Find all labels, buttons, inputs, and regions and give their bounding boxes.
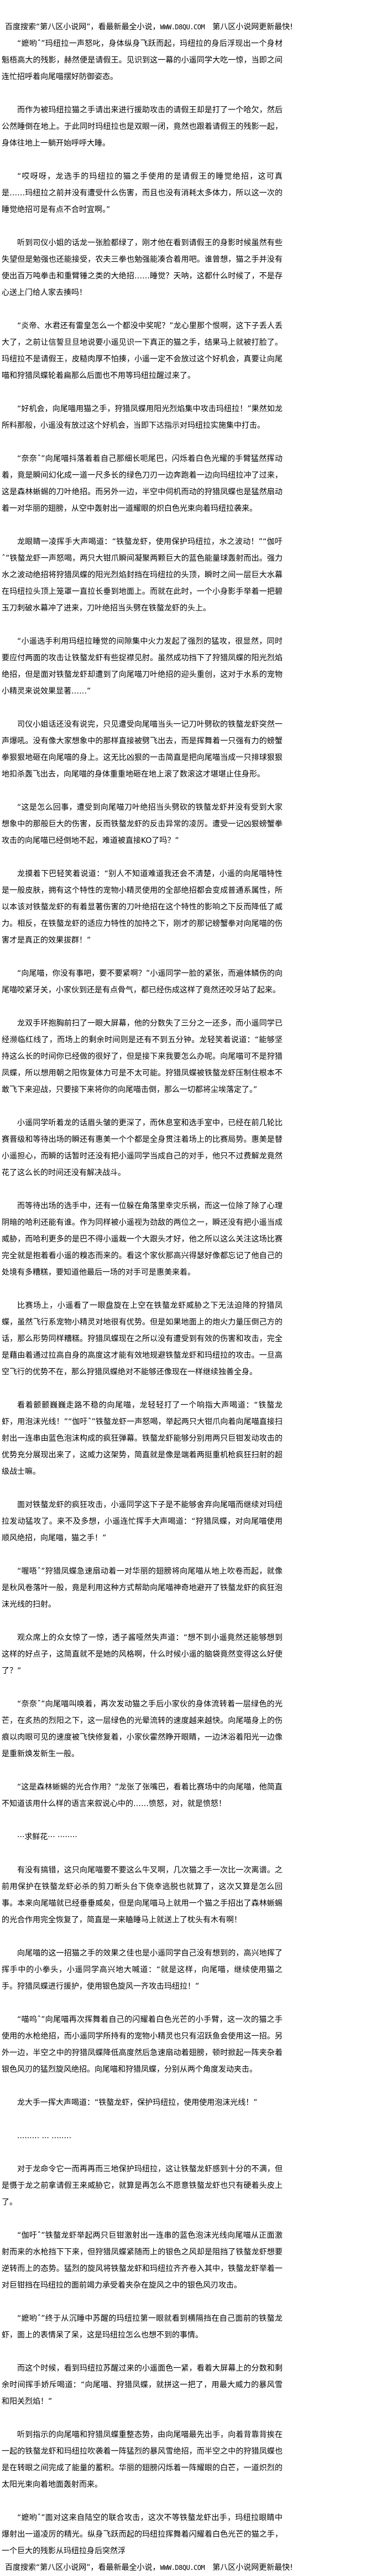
paragraph: 面对铁螯龙虾的疯狂攻击，小遥同学这下子是不能够舍弃向尾喵而继续对玛纽拉发动猛攻了… <box>2 1501 283 1543</box>
paragraph: 龙眼睛一凌挥手大声喝道：“铁螯龙虾，使用保护玛纽拉，水之波动！”“伽吁ˆ”铁螯龙… <box>2 537 283 613</box>
paragraph: “向尾喵，你没有事吧，要不要紧啊？”小遥同学一脸的紧张，而遍体鳞伤的向尾喵咬紧牙… <box>2 969 283 995</box>
paragraph: “炎帝、水君还有雷皇怎么一个都没中奖呢？”龙心里那个恨啊，这下子丢人丢大了，之前… <box>2 322 283 380</box>
paragraph: 小遥同学听着龙的话眉头皱的更深了，而休息室和选手室中，已经在前几轮比赛晋级和等待… <box>2 1119 283 1177</box>
site-banner-bottom: 百度搜索“第八区小说网”，看最新最全小说，WWW.D8QU.COM 第八区小说网更… <box>2 2559 293 2576</box>
paragraph: “哎呀呀，龙选手的玛纽拉的猫之手使用的是请假王的睡觉绝招，这可真是……玛纽拉之前… <box>2 172 283 214</box>
paragraph: 比赛场上，小遥看了一眼盘旋在上空在铁螯龙虾威胁之下无法迫降的狩猎凤蝶，虽然飞行系… <box>2 1301 283 1377</box>
paragraph: “喵呜ˆ”向尾喵再次挥舞着自己的闪耀着白色光芒的小手臂，这一次的猫之手使用的水枪… <box>2 2015 283 2074</box>
banner-tagline: 第八区小说网更新最快! <box>212 23 293 32</box>
chapter-content: “嬷哟ˆ”玛纽拉一声怒叱，身体纵身飞跃而起，玛纽拉的身后浮现出一个身材魁梧高大的… <box>2 35 283 2559</box>
paragraph: “小遥选手利用玛纽拉睡觉的间隙集中火力发起了强烈的猛攻，很显然，同时要应付两面的… <box>2 637 283 696</box>
paragraph: “嬷哟ˆ”终于从沉睡中苏醒的玛纽拉第一眼就看到横隔挡在自己面前的铁螯龙虾，面上的… <box>2 2314 283 2340</box>
banner-text: 百度搜索“第八区小说网”，看最新最全小说， <box>5 23 160 32</box>
paragraph: “嬷哟ˆ”面对这来自陆空的联合攻击，这次不等铁螯龙虾出手，玛纽拉眼睛中爆射出一道… <box>2 2513 283 2556</box>
site-banner-top: 百度搜索“第八区小说网”，看最新最全小说，WWW.D8QU.COM 第八区小说网更… <box>2 19 293 35</box>
paragraph: 听到指示的向尾喵和狩猎凤蝶重整态势，由向尾喵最先出手，向着背靠背挨在一起的铁螯龙… <box>2 2430 283 2489</box>
paragraph: 司仪小姐话还没有说完，只见遭受向尾喵当头一记刀叶劈砍的铁螯龙虾突然一声爆吼。没有… <box>2 720 283 779</box>
banner-tagline: 第八区小说网更新最快! <box>212 2563 293 2572</box>
site-url-link[interactable]: WWW.D8QU.COM <box>160 2564 205 2572</box>
paragraph: 听到司仪小姐的话龙一张脸都绿了，刚才他在看到请假王的身影时候虽然有些失望但是勉强… <box>2 239 283 297</box>
paragraph: 龙摸着下巴轻笑着说道：“别人不知道难道我还会不清楚，小遥的向尾喵特性是一般皮肤，… <box>2 870 283 945</box>
paragraph: 而作为被玛纽拉猫之手请出来进行援助攻击的请假王却是打了一个哈欠，然后公然睡倒在地… <box>2 106 283 148</box>
paragraph: 龙双手环抱胸前扫了一眼大屏幕，他的分数失了三分之一还多，而小遥同学已经濒临红线了… <box>2 1019 283 1094</box>
paragraph: “嬷哟ˆ”玛纽拉一声怒叱，身体纵身飞跃而起，玛纽拉的身后浮现出一个身材魁梧高大的… <box>2 39 283 81</box>
paragraph: “奈奈ˆ”向尾喵叫唤着，再次发动猫之手后小家伙的身体流转着一层绿色的光芒，在炙热… <box>2 1700 283 1758</box>
site-url-link[interactable]: WWW.D8QU.COM <box>160 23 205 31</box>
paragraph: 对于龙命令它一而再再而三地保护玛纽拉，这让铁螯龙虾感到十分的不满，但是慑于龙之前… <box>2 2165 283 2207</box>
paragraph: 观众席上的众女惊了一惊，透子酱哑然失声道：“想不到小遥竟然还能够想到这样的好点子… <box>2 1633 283 1675</box>
paragraph: “好机会，向尾喵用猫之手，狩猎凤蝶用阳光烈焰集中攻击玛纽拉！”果然如龙所料那般，… <box>2 405 283 430</box>
paragraph: 有没有搞错，这只向尾喵要不要这么牛叉啊，几次猫之手一次比一次离谱。之前用保护在铁… <box>2 1866 283 1925</box>
paragraph: 向尾喵的这一招猫之手的效果之佳也是小遥同学自己没有想到的，高兴地挥了挥手中的小拳… <box>2 1949 283 1991</box>
paragraph: “这是森林蜥蜴的光合作用？”龙张了张嘴巴，看着比赛场中的向尾喵，他简直不知道该用… <box>2 1783 283 1808</box>
paragraph: “奈奈ˆ”向尾喵抖落着着自己那细长呃尾巴，闪烁着白色光耀的手臂猛然挥动着，竟是瞬… <box>2 454 283 513</box>
paragraph: ···求鲜花··· ········ <box>17 1833 77 1842</box>
banner-text: 百度搜索“第八区小说网”，看最新最全小说， <box>5 2563 160 2572</box>
paragraph: “这是怎么回事，遭受到向尾喵刀叶绝招当头劈砍的铁螯龙虾并没有受到大家想象中的那般… <box>2 803 283 845</box>
paragraph: 看着颤颤巍巍走路不稳的向尾喵，龙轻轻打了一个响指大声喝道：“铁螯龙虾，用泡沫光线… <box>2 1401 283 1476</box>
paragraph: 龙大手一挥大声喝道：“铁螯龙虾，保护玛纽拉，使用使用泡沫光线！” <box>17 2098 258 2107</box>
paragraph: “伽吁ˆ”铁螯龙虾举起两只巨钳激射出一连串的蓝色泡沫光线向尾喵从正面激射而来的水… <box>2 2231 283 2290</box>
paragraph: 而等待出场的选手中，还有一位躲在角落里幸灾乐祸，而这一位除了除了心理阴暗的哈利还… <box>2 1202 283 1277</box>
paragraph: 而这个时候，看到玛纽拉苏醒过来的小遥面色一紧，看着大屏幕上的分数和剩余时间挥手娇… <box>2 2364 283 2406</box>
paragraph: “喔唔ˆ”狩猎凤蝶急速扇动着一对华丽的翅膀将向尾喵从地上吹卷而起，就像是秋风卷落… <box>2 1567 283 1609</box>
paragraph: ......... ... ........ <box>17 2132 71 2140</box>
